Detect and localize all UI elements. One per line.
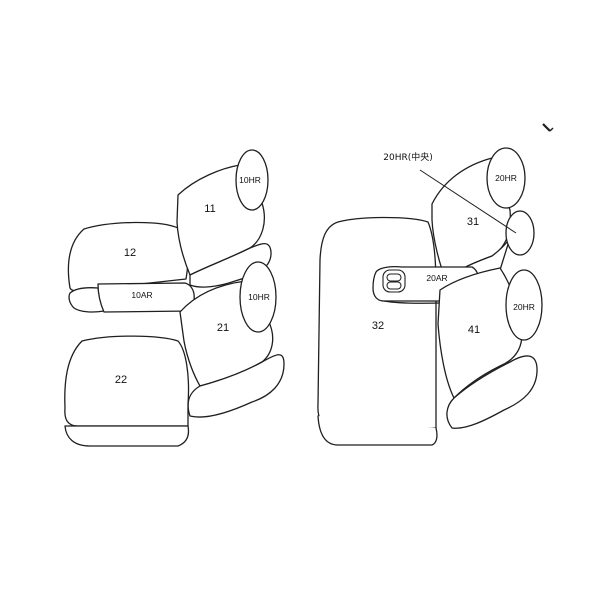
label-headrest-10hr-mid: 10HR [248,292,270,302]
armrest-10ar [68,282,195,313]
headrest-10hr-mid [239,261,277,333]
label-callout-20hr-center: 20HR(中央) [383,151,433,163]
label-seat-41: 41 [468,324,480,336]
label-seat-22: 22 [115,374,127,386]
seat-12-outline [67,221,189,292]
label-headrest-10hr-top: 10HR [239,175,261,185]
right-seat-group [317,147,543,446]
headrest-20hr-center [505,210,535,256]
label-seat-12: 12 [124,247,136,259]
seat-32-base [317,415,438,446]
label-seat-32: 32 [372,320,384,332]
headrest-20hr-top [486,147,526,209]
headrest-10hr-top [235,149,269,211]
label-headrest-20hr-lower: 20HR [513,302,535,312]
label-armrest-20ar: 20AR [426,273,447,283]
label-headrest-20hr-top: 20HR [495,173,517,183]
headrest-20hr-lower [505,269,543,341]
corner-mark [542,123,554,132]
label-seat-31: 31 [467,216,479,228]
label-armrest-10ar: 10AR [131,290,152,300]
seat-41-base [446,355,538,429]
seat-41-outline [437,267,523,399]
label-seat-11: 11 [204,203,215,215]
seat-22-outline [64,335,190,427]
label-seat-21: 21 [217,322,229,334]
seat-21-base [187,354,285,418]
callout-line [419,169,517,234]
seat-22-base [64,425,190,447]
seat-11-base [189,242,272,288]
left-seat-group [64,149,285,447]
